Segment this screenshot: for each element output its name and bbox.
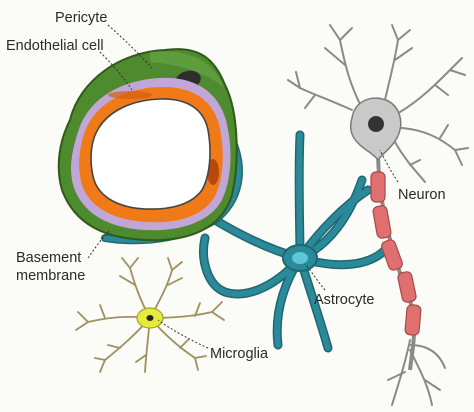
leader-lines [87,24,399,349]
blood-vessel [57,48,238,242]
label-neuron: Neuron [398,187,446,203]
neuron-nucleus [368,116,384,132]
label-pericyte: Pericyte [55,10,107,26]
label-endothelial-cell: Endothelial cell [6,38,104,54]
labels: Pericyte Endothelial cell Basement membr… [6,10,446,362]
label-basement-membrane-line1: Basement [16,250,81,266]
neuron-dendrites [287,24,469,183]
microglia-nucleus [146,315,154,321]
label-microglia: Microglia [210,346,269,362]
vessel-lumen [90,98,211,210]
microglia [75,257,225,373]
axon-terminals [387,339,446,406]
neuron [287,24,469,406]
myelin-sheath [370,171,422,336]
astrocyte [282,244,318,272]
astrocyte-nucleus [292,252,308,264]
label-basement-membrane-line2: membrane [16,268,85,284]
label-astrocyte: Astrocyte [314,292,374,308]
